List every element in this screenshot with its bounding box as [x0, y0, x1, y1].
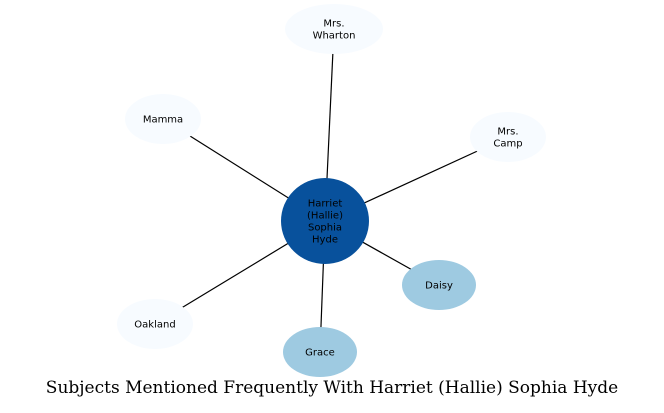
node-mrs-wharton-label-line-2: Wharton [313, 31, 356, 42]
node-oakland-label: Oakland [134, 320, 175, 331]
node-daisy-label: Daisy [425, 281, 453, 292]
node-mrs-camp-label-line-1: Mrs. [497, 127, 518, 138]
node-grace-label-line-1: Grace [305, 348, 335, 359]
node-daisy: Daisy [402, 260, 476, 310]
node-center-label-line-3: Sophia [308, 223, 342, 234]
node-mrs-camp-shape [470, 112, 546, 162]
node-center-shape [281, 178, 369, 264]
node-grace-shape [283, 327, 357, 377]
node-daisy-label-line-1: Daisy [425, 281, 453, 292]
node-daisy-shape [402, 260, 476, 310]
node-mamma-label: Mamma [143, 115, 183, 126]
node-center-label-line-2: (Hallie) [307, 211, 343, 222]
nodes-group: Mrs.WhartonMammaMrs.CampDaisyGraceOaklan… [117, 4, 546, 377]
node-mamma-label-line-1: Mamma [143, 115, 183, 126]
node-center-label-line-1: Harriet [308, 199, 343, 210]
node-oakland-label-line-1: Oakland [134, 320, 175, 331]
node-mrs-wharton-label: Mrs.Wharton [313, 19, 356, 42]
node-mamma: Mamma [125, 94, 201, 144]
node-mrs-camp: Mrs.Camp [470, 112, 546, 162]
node-mamma-shape [125, 94, 201, 144]
node-mrs-wharton: Mrs.Wharton [285, 4, 383, 54]
diagram-title: Subjects Mentioned Frequently With Harri… [45, 378, 619, 398]
node-oakland-shape [117, 299, 193, 349]
node-mrs-camp-label-line-2: Camp [493, 139, 522, 150]
node-grace-label: Grace [305, 348, 335, 359]
node-grace: Grace [283, 327, 357, 377]
node-mrs-wharton-shape [285, 4, 383, 54]
node-mrs-wharton-label-line-1: Mrs. [323, 19, 344, 30]
node-oakland: Oakland [117, 299, 193, 349]
node-center-label-line-4: Hyde [312, 235, 338, 246]
node-mrs-camp-label: Mrs.Camp [493, 127, 522, 150]
